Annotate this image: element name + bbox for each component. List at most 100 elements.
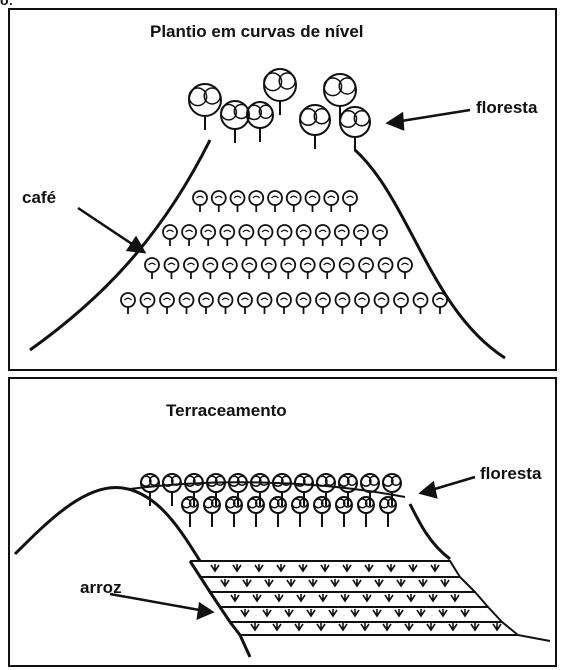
coffee-bush-icon (201, 225, 215, 246)
coffee-bush-icon (258, 225, 272, 246)
coffee-bush-icon (297, 293, 311, 314)
coffee-bush-icon (324, 191, 338, 212)
coffee-bush-icon (249, 191, 263, 212)
tree-icon (189, 84, 221, 130)
coffee-bush-icon (262, 258, 276, 279)
coffee-bush-icon (163, 225, 177, 246)
rice-sprout-icon (331, 579, 339, 586)
tree-icon (339, 474, 357, 506)
coffee-bush-icon (268, 191, 282, 212)
rice-sprout-icon (385, 594, 393, 601)
rice-sprout-icon (363, 594, 371, 601)
coffee-bush-icon (239, 225, 253, 246)
coffee-bush-icon (238, 293, 252, 314)
tree-icon (185, 474, 203, 506)
tree-icon (141, 474, 159, 506)
coffee-bush-icon (316, 293, 330, 314)
rice-sprout-icon (221, 579, 229, 586)
rice-sprout-icon (353, 579, 361, 586)
rice-sprout-icon (439, 609, 447, 616)
coffee-bush-icon (320, 258, 334, 279)
tree-icon (383, 474, 401, 506)
rice-sprout-icon (341, 594, 349, 601)
contour-planting-panel: Plantio em curvas de nível floresta café (8, 8, 557, 371)
tree-icon (204, 497, 220, 527)
rice-sprout-icon (471, 623, 479, 630)
rice-sprout-icon (461, 609, 469, 616)
coffee-bush-icon (375, 293, 389, 314)
tree-icon (163, 474, 181, 506)
coffee-bush-icon (433, 293, 447, 314)
rice-sprout-icon (307, 609, 315, 616)
coffee-bush-icon (354, 225, 368, 246)
coffee-bush-icon (343, 191, 357, 212)
rice-sprout-icon (309, 579, 317, 586)
rice-sprout-icon (273, 623, 281, 630)
coffee-arrow-icon (78, 208, 144, 252)
tree-icon (292, 497, 308, 527)
hill-left-slope (30, 140, 210, 350)
tree-icon (295, 474, 313, 506)
tree-icon (247, 102, 273, 142)
coffee-bush-icon (359, 258, 373, 279)
forest-trees (189, 69, 370, 151)
coffee-bush-icon (164, 258, 178, 279)
rice-sprout-icon (387, 564, 395, 571)
rice-sprout-icon (405, 623, 413, 630)
right-slope (410, 504, 450, 559)
coffee-bush-icon (184, 258, 198, 279)
rice-sprout-icon (251, 623, 259, 630)
coffee-bush-icon (336, 293, 350, 314)
cropped-header-text: o: (0, 0, 13, 8)
rice-sprout-icon (429, 594, 437, 601)
tree-icon (264, 69, 296, 115)
tree-icon (358, 497, 374, 527)
tree-icon (361, 474, 379, 506)
tree-icon (300, 105, 330, 149)
rice-sprout-icon (265, 579, 273, 586)
coffee-bush-icon (231, 191, 245, 212)
rice-sprout-icon (373, 609, 381, 616)
coffee-bush-icon (220, 225, 234, 246)
coffee-bush-icon (355, 293, 369, 314)
coffee-bush-icon (180, 293, 194, 314)
forest-arrow-icon (421, 477, 475, 497)
rice-sprout-icon (277, 564, 285, 571)
coffee-bush-icon (379, 258, 393, 279)
rice-sprout-icon (407, 594, 415, 601)
tree-icon (273, 474, 291, 506)
rice-sprout-icon (317, 623, 325, 630)
rice-sprout-icon (297, 594, 305, 601)
coffee-bush-icon (394, 293, 408, 314)
rice-sprout-icon (299, 564, 307, 571)
terracing-panel: Terraceamento floresta arroz (8, 377, 557, 667)
rice-sprout-icon (329, 609, 337, 616)
rice-sprout-icon (295, 623, 303, 630)
rice-sprout-icon (441, 579, 449, 586)
tree-icon (248, 497, 264, 527)
rice-sprout-icon (321, 564, 329, 571)
coffee-bush-icon (340, 258, 354, 279)
tree-icon (340, 107, 370, 151)
tree-icon (314, 497, 330, 527)
coffee-bush-icon (287, 191, 301, 212)
coffee-bush-icon (414, 293, 428, 314)
coffee-bush-icon (223, 258, 237, 279)
coffee-bush-icon (160, 293, 174, 314)
rice-sprout-icon (493, 623, 501, 630)
rice-sprout-icon (231, 594, 239, 601)
coffee-bush-icon (212, 191, 226, 212)
coffee-bush-icon (373, 225, 387, 246)
tree-icon (317, 474, 335, 506)
hill-right-slope (355, 150, 505, 358)
terraced-hill-drawing (10, 379, 559, 669)
coffee-bush-icon (199, 293, 213, 314)
rice-sprout-icon (243, 579, 251, 586)
tree-icon (229, 474, 247, 506)
rice-sprout-icon (339, 623, 347, 630)
rice-sprout-icon (275, 594, 283, 601)
rice-sprout-icon (419, 579, 427, 586)
coffee-bush-icon (335, 225, 349, 246)
rice-sprout-icon (211, 564, 219, 571)
rice-sprout-icon (343, 564, 351, 571)
